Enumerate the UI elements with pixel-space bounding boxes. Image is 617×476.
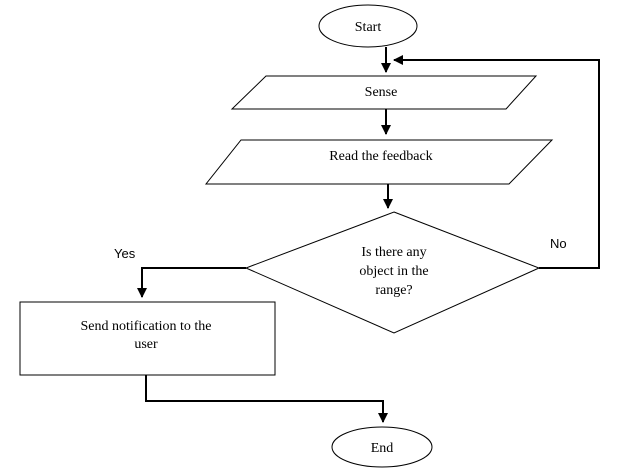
end-terminal-shape bbox=[331, 426, 433, 468]
decision-node: Is there any object in the range? bbox=[244, 211, 541, 334]
start-terminal-label: Start bbox=[355, 20, 382, 35]
start-terminal: Start bbox=[318, 4, 418, 48]
sense-input-node: Sense bbox=[230, 75, 538, 110]
decision-shape bbox=[244, 211, 541, 334]
notify-to-end-arrow bbox=[145, 375, 388, 423]
end-terminal: End bbox=[331, 426, 433, 468]
notify-process-label-line-1: Send notification to the bbox=[80, 319, 211, 334]
no-loop-arrow bbox=[393, 55, 600, 269]
sense-input-label: Sense bbox=[365, 85, 398, 100]
read-feedback-node: Read the feedback bbox=[204, 139, 554, 185]
read-feedback-label: Read the feedback bbox=[329, 149, 432, 164]
end-terminal-label: End bbox=[371, 441, 394, 456]
decision-label-line-2: object in the bbox=[359, 264, 428, 279]
start-terminal-shape bbox=[318, 4, 418, 48]
yes-branch-arrow bbox=[137, 267, 246, 298]
yes-branch-label: Yes bbox=[114, 246, 136, 261]
notify-process-node: Send notification to the user bbox=[19, 301, 276, 376]
read-feedback-shape bbox=[204, 139, 554, 185]
decision-label-line-3: range? bbox=[375, 283, 412, 298]
decision-label-line-1: Is there any bbox=[361, 245, 426, 260]
notify-process-label-line-2: user bbox=[134, 337, 158, 352]
notify-process-shape bbox=[19, 301, 276, 376]
sense-input-shape bbox=[230, 75, 538, 110]
no-branch-label: No bbox=[550, 236, 567, 251]
